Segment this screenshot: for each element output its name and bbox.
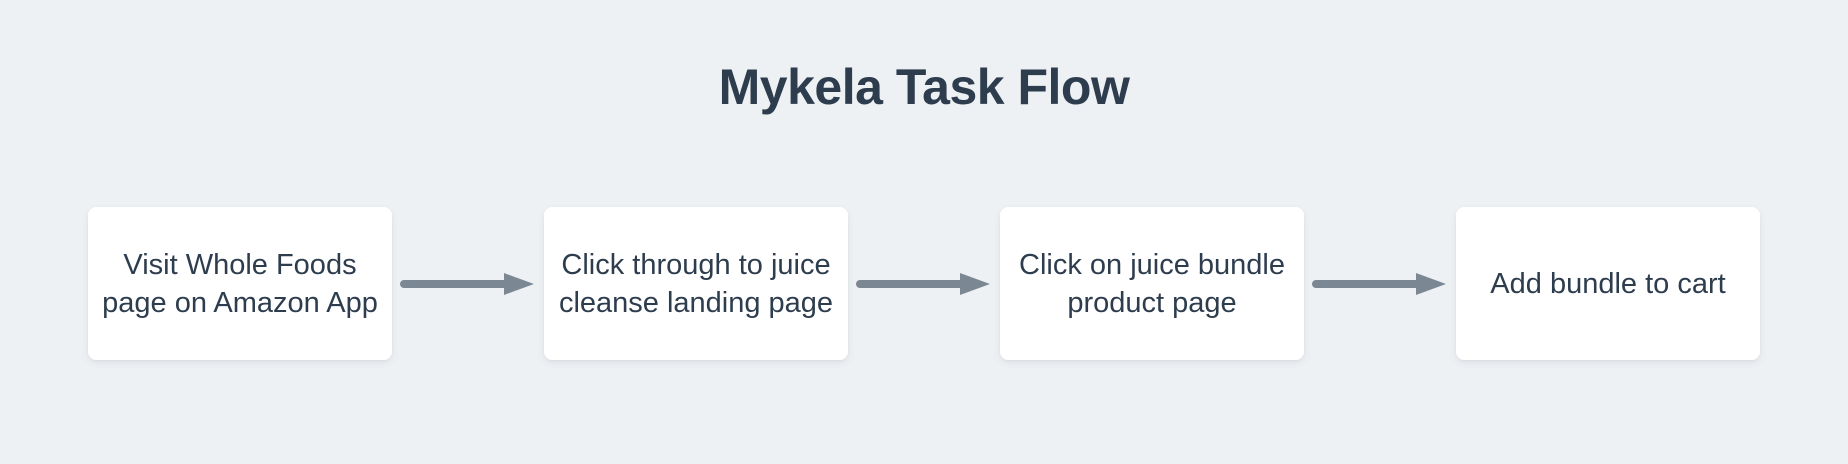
flow-step-2: Click through to juice cleanse landing p… <box>544 207 848 360</box>
arrow-head <box>504 272 534 295</box>
page-title: Mykela Task Flow <box>718 59 1130 115</box>
flow-step-4: Add bundle to cart <box>1456 207 1760 360</box>
arrow-right-icon <box>856 272 990 295</box>
arrow-right-icon <box>1312 272 1446 295</box>
flow-connector-1 <box>392 207 544 360</box>
arrow-right-icon <box>400 272 534 295</box>
arrow-head <box>1416 272 1446 295</box>
flow-step-3-label: Click on juice bundle product page <box>1019 248 1285 319</box>
flow-step-3: Click on juice bundle product page <box>1000 207 1304 360</box>
flow-connector-3 <box>1304 207 1456 360</box>
flow-step-1-label: Visit Whole Foods page on Amazon App <box>102 248 378 319</box>
arrow-head <box>960 272 990 295</box>
flow-step-1: Visit Whole Foods page on Amazon App <box>88 207 392 360</box>
flow-step-2-label: Click through to juice cleanse landing p… <box>558 248 834 319</box>
flow-step-4-label: Add bundle to cart <box>1490 267 1726 300</box>
flow-row: Visit Whole Foods page on Amazon App Cli… <box>0 207 1848 360</box>
flow-connector-2 <box>848 207 1000 360</box>
